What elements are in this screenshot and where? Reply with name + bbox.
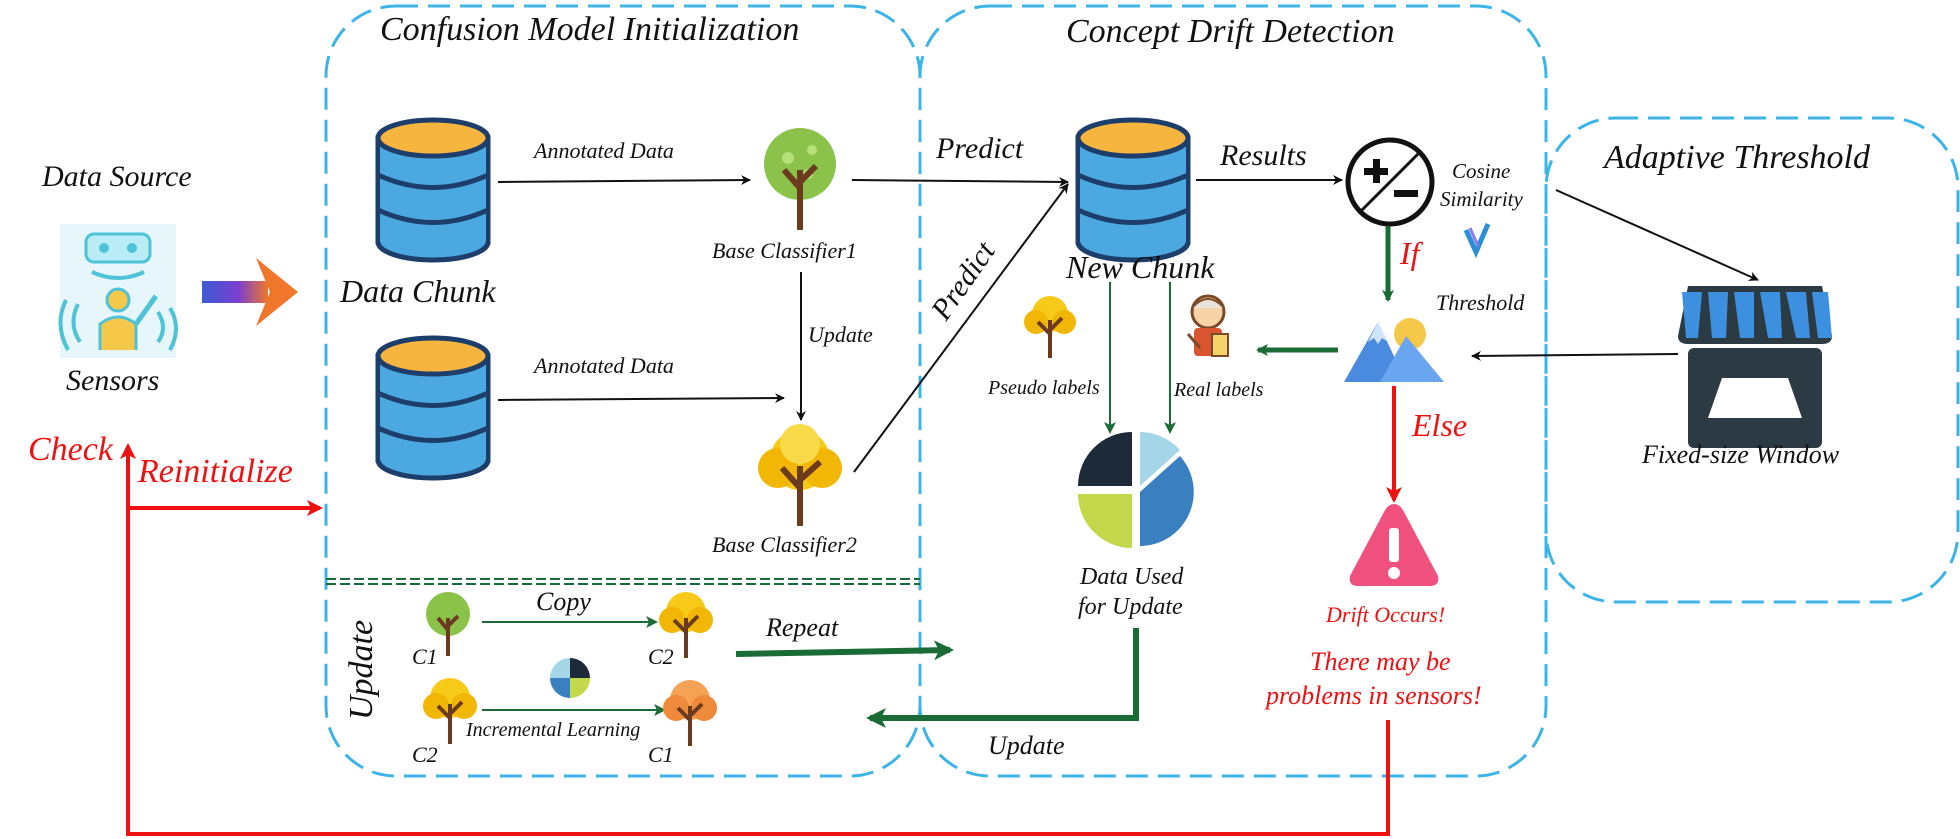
small-pie-icon [550,658,590,698]
annotated-arrow-top [497,175,751,186]
sensors-icon [58,224,178,358]
annotated-label-top: Annotated Data [532,138,674,163]
annotated-arrow-bottom [497,393,785,404]
adaptive-title: Adaptive Threshold [1602,139,1871,176]
cosine-to-window-arrow [1555,189,1759,281]
repeat-arrow [735,640,954,661]
problems-line2: problems in sensors! [1264,681,1482,710]
c2-top-label: C2 [648,644,674,669]
update-title: Update [343,620,380,720]
predict-label-top: Predict [935,132,1024,165]
base-classifier2-label: Base Classifier2 [712,532,857,557]
c2-yellow-tree-icon [659,592,713,658]
window-to-threshold-arrow [1471,350,1679,361]
c1-bottom-orange-tree-icon [663,680,717,746]
c1-bottom-label: C1 [648,742,674,767]
new-chunk-label: New Chunk [1065,249,1215,285]
real-labels-label: Real labels [1173,379,1264,401]
cosine-label-line1: Cosine [1452,159,1510,183]
update-label-vertical: Update [808,322,873,347]
pseudo-labels-label: Pseudo labels [987,377,1100,399]
check-mark-icon [1463,223,1491,259]
reinitialize-label: Reinitialize [137,453,293,490]
store-window-icon [1678,286,1832,448]
base-classifier1-label: Base Classifier1 [712,238,857,263]
database-icon-top [375,117,491,263]
cosine-label-line2: Similarity [1440,187,1524,211]
new-chunk-database-icon [1075,117,1191,263]
mountain-icon [1344,318,1444,382]
results-label: Results [1219,139,1307,172]
data-chunk-label: Data Chunk [339,273,496,309]
reinitialize-arrow [126,500,323,824]
repeat-label: Repeat [765,613,839,642]
sensors-label: Sensors [66,364,159,397]
problems-line1: There may be [1310,647,1451,676]
data-used-line2: for Update [1078,594,1183,620]
c2-bottom-label: C2 [412,742,438,767]
yellow-tree-icon [758,424,842,526]
data-source-title: Data Source [41,160,192,193]
teacher-icon [1186,294,1229,357]
check-label: Check [28,431,114,468]
pie-chart-icon [1078,432,1194,548]
warning-icon [1349,504,1439,586]
predict-arrow-top [851,176,1069,187]
confusion-title: Confusion Model Initialization [380,11,799,48]
c2-bottom-yellow-tree-icon [423,678,477,744]
update-return-arrow [866,628,1139,728]
adaptive-threshold-box [1544,116,1960,604]
plus-minus-icon [1345,137,1435,227]
annotated-label-bottom: Annotated Data [532,353,674,378]
if-label: If [1399,235,1424,271]
fixed-size-window-label: Fixed-size Window [1641,440,1840,469]
incremental-label: Incremental Learning [465,719,640,741]
predict-label-diagonal: Predict [924,235,1002,327]
predict-arrow-diagonal [853,183,1069,473]
database-icon-bottom [375,335,491,481]
update-bottom-label: Update [988,731,1065,760]
threshold-label: Threshold [1436,290,1525,315]
drift-title: Concept Drift Detection [1066,13,1395,50]
data-used-line1: Data Used [1079,564,1184,590]
drift-occurs-label: Drift Occurs! [1325,602,1445,627]
pseudo-tree-icon [1024,296,1076,358]
else-label: Else [1411,407,1467,443]
c1-top-label: C1 [412,644,438,669]
check-loop-line [126,720,1390,836]
green-tree-icon [764,128,836,230]
source-arrow-icon [202,258,298,326]
copy-label: Copy [536,587,591,616]
c1-green-tree-icon [426,592,470,656]
